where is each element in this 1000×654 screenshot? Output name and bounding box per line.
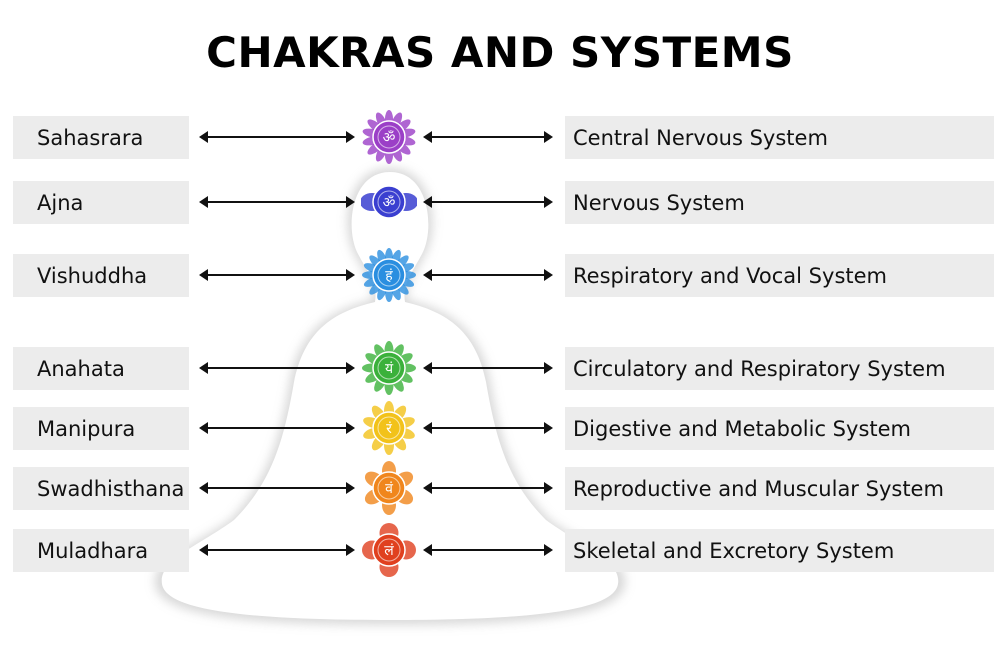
system-label-ajna: Nervous System <box>565 181 994 224</box>
chakra-inner-ring <box>377 125 401 149</box>
arrowhead-left-icon <box>423 196 432 208</box>
arrow-right-muladhara <box>423 544 553 556</box>
arrowhead-left-icon <box>423 544 432 556</box>
arrowhead-right-icon <box>544 131 553 143</box>
chakra-label-anahata: Anahata <box>13 347 189 390</box>
arrow-line <box>207 136 347 138</box>
system-label-manipura: Digestive and Metabolic System <box>565 407 994 450</box>
arrowhead-right-icon <box>346 196 355 208</box>
arrow-right-sahasrara <box>423 131 553 143</box>
arrow-line <box>207 367 347 369</box>
arrowhead-left-icon <box>199 362 208 374</box>
arrowhead-right-icon <box>346 362 355 374</box>
chakra-label-vishuddha: Vishuddha <box>13 254 189 297</box>
arrow-right-anahata <box>423 362 553 374</box>
chakra-label-muladhara: Muladhara <box>13 529 189 572</box>
arrow-line <box>207 201 347 203</box>
arrowhead-right-icon <box>346 544 355 556</box>
arrowhead-right-icon <box>544 482 553 494</box>
arrowhead-right-icon <box>346 269 355 281</box>
arrow-right-swadhisthana <box>423 482 553 494</box>
arrow-line <box>431 487 545 489</box>
arrow-line <box>431 274 545 276</box>
arrow-left-swadhisthana <box>199 482 355 494</box>
arrow-left-sahasrara <box>199 131 355 143</box>
chakra-inner-ring <box>377 416 401 440</box>
arrow-line <box>207 427 347 429</box>
arrow-left-anahata <box>199 362 355 374</box>
arrowhead-right-icon <box>544 544 553 556</box>
chakra-inner-ring <box>377 190 401 214</box>
chakra-label-sahasrara: Sahasrara <box>13 116 189 159</box>
page-title: CHAKRAS AND SYSTEMS <box>206 28 794 77</box>
chakra-seed-glyph: हं <box>385 268 393 284</box>
body-outline <box>161 172 619 620</box>
system-label-swadhisthana: Reproductive and Muscular System <box>565 467 994 510</box>
chakra-inner-ring <box>377 476 401 500</box>
chakra-symbol-anahata-icon: यं <box>361 340 417 396</box>
arrowhead-left-icon <box>199 196 208 208</box>
arrowhead-left-icon <box>199 269 208 281</box>
system-label-muladhara: Skeletal and Excretory System <box>565 529 994 572</box>
arrowhead-left-icon <box>423 422 432 434</box>
chakra-symbol-muladhara-icon: लं <box>361 522 417 578</box>
chakra-label-manipura: Manipura <box>13 407 189 450</box>
arrowhead-left-icon <box>423 362 432 374</box>
arrow-right-manipura <box>423 422 553 434</box>
arrow-right-vishuddha <box>423 269 553 281</box>
arrow-line <box>431 427 545 429</box>
arrowhead-right-icon <box>544 269 553 281</box>
arrowhead-right-icon <box>346 482 355 494</box>
chakra-inner-ring <box>377 356 401 380</box>
chakra-symbol-swadhisthana-icon: वं <box>361 460 417 516</box>
chakra-inner-ring <box>377 263 401 287</box>
arrowhead-left-icon <box>199 544 208 556</box>
arrowhead-left-icon <box>199 482 208 494</box>
arrowhead-left-icon <box>423 269 432 281</box>
chakra-seed-glyph: वं <box>385 481 393 497</box>
arrow-line <box>207 274 347 276</box>
system-label-anahata: Circulatory and Respiratory System <box>565 347 994 390</box>
arrow-left-vishuddha <box>199 269 355 281</box>
arrowhead-left-icon <box>199 131 208 143</box>
chakra-symbol-sahasrara-icon: ॐ <box>361 109 417 165</box>
arrowhead-right-icon <box>544 422 553 434</box>
arrowhead-right-icon <box>544 362 553 374</box>
chakra-seed-glyph: रं <box>386 421 392 437</box>
arrowhead-right-icon <box>544 196 553 208</box>
system-label-sahasrara: Central Nervous System <box>565 116 994 159</box>
arrowhead-right-icon <box>346 131 355 143</box>
chakra-symbol-manipura-icon: रं <box>361 400 417 456</box>
chakra-label-swadhisthana: Swadhisthana <box>13 467 189 510</box>
chakra-label-ajna: Ajna <box>13 181 189 224</box>
arrow-line <box>431 136 545 138</box>
chakra-seed-glyph: लं <box>384 543 394 559</box>
arrow-left-manipura <box>199 422 355 434</box>
chakra-symbol-ajna-icon: ॐ <box>360 174 418 230</box>
system-label-vishuddha: Respiratory and Vocal System <box>565 254 994 297</box>
arrow-left-muladhara <box>199 544 355 556</box>
chakra-seed-glyph: ॐ <box>383 130 396 146</box>
arrowhead-left-icon <box>423 482 432 494</box>
arrow-line <box>207 487 347 489</box>
arrowhead-left-icon <box>423 131 432 143</box>
arrow-line <box>431 367 545 369</box>
chakra-seed-glyph: ॐ <box>383 195 396 211</box>
arrow-line <box>207 549 347 551</box>
arrow-line <box>431 201 545 203</box>
arrow-line <box>431 549 545 551</box>
chakra-symbol-vishuddha-icon: हं <box>361 247 417 303</box>
chakra-seed-glyph: यं <box>385 361 394 377</box>
arrowhead-right-icon <box>346 422 355 434</box>
arrowhead-left-icon <box>199 422 208 434</box>
chakra-inner-ring <box>377 538 401 562</box>
arrow-right-ajna <box>423 196 553 208</box>
arrow-left-ajna <box>199 196 355 208</box>
